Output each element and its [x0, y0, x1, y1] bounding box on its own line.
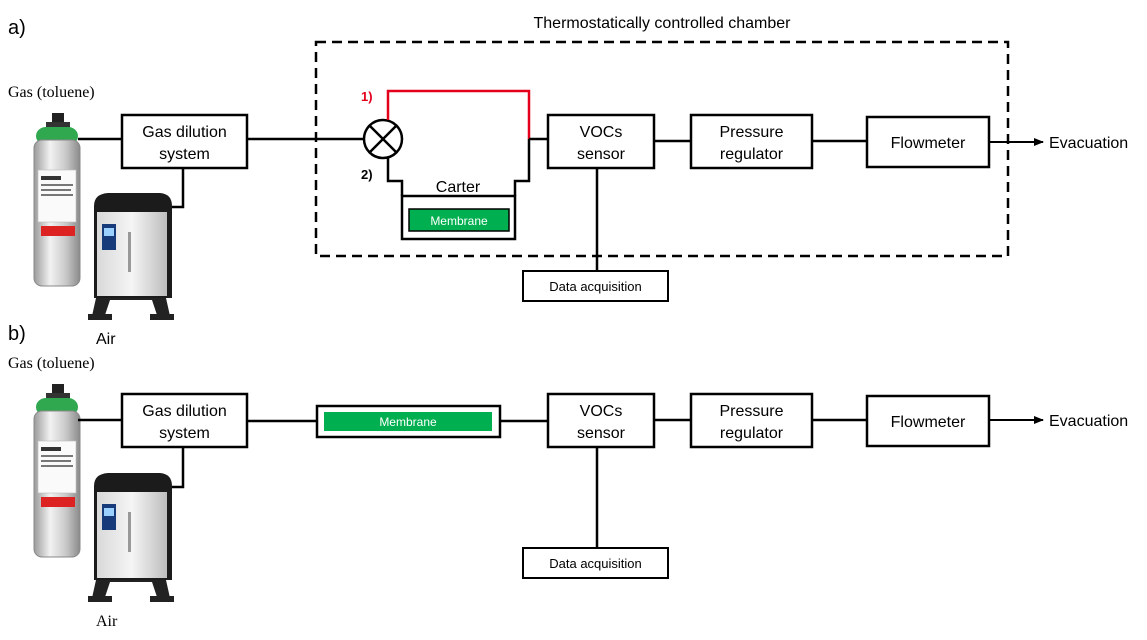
- pressure-line1-b: Pressure: [719, 403, 783, 420]
- carter-label: Carter: [436, 179, 481, 196]
- path-2-inlet: [386, 158, 404, 196]
- dilution-line1-b: Gas dilution: [142, 403, 227, 420]
- chamber-title: Thermostatically controlled chamber: [534, 15, 792, 32]
- flowmeter-label-a: Flowmeter: [891, 135, 966, 152]
- air-line-a: [172, 168, 185, 209]
- gas-dilution-box-a: [120, 113, 249, 170]
- panel-b: b) Gas (toluene) Air: [8, 323, 1128, 630]
- pressure-line2-b: regulator: [720, 425, 784, 442]
- gas-cylinder-icon: [33, 113, 81, 287]
- gas-label-b: Gas (toluene): [8, 355, 95, 372]
- path1-label: 1): [361, 89, 373, 104]
- vocs-line2-b: sensor: [577, 425, 626, 442]
- data-acquisition-box-b: [522, 547, 669, 579]
- pressure-regulator-box-b: [689, 392, 814, 449]
- bypass-path-1: [386, 89, 531, 139]
- membrane-label-a: Membrane: [430, 214, 488, 228]
- air-label-b: Air: [96, 613, 118, 630]
- dilution-line2-b: system: [159, 425, 210, 442]
- evacuation-label-a: Evacuation: [1049, 135, 1128, 152]
- membrane-a: [408, 208, 510, 232]
- gas-label-a: Gas (toluene): [8, 84, 95, 101]
- vocs-line2-a: sensor: [577, 146, 626, 163]
- path-2-outlet: [513, 139, 531, 196]
- daq-label-a: Data acquisition: [549, 279, 642, 294]
- flowmeter-label-b: Flowmeter: [891, 414, 966, 431]
- flowmeter-box-b: [865, 394, 991, 448]
- dilution-line2-a: system: [159, 146, 210, 163]
- air-generator-icon: [88, 473, 174, 602]
- gas-cylinder-icon: [33, 384, 81, 558]
- data-acquisition-box-a: [522, 270, 669, 302]
- panel-b-label: b): [8, 323, 26, 345]
- membrane-b: [324, 412, 492, 431]
- pressure-regulator-box-a: [689, 113, 814, 170]
- flowmeter-box-a: [865, 115, 991, 169]
- three-way-valve-icon: [362, 118, 404, 160]
- evacuation-label-b: Evacuation: [1049, 413, 1128, 430]
- pressure-line1-a: Pressure: [719, 124, 783, 141]
- vocs-line1-b: VOCs: [580, 403, 623, 420]
- daq-label-b: Data acquisition: [549, 556, 642, 571]
- vocs-line1-a: VOCs: [580, 124, 623, 141]
- membrane-label-b: Membrane: [379, 415, 437, 429]
- dilution-line1-a: Gas dilution: [142, 124, 227, 141]
- air-label-a: Air: [96, 331, 116, 348]
- air-generator-icon: [88, 193, 174, 320]
- panel-a: a) Thermostatically controlled chamber G…: [8, 15, 1128, 348]
- air-line-b: [172, 447, 185, 489]
- pressure-line2-a: regulator: [720, 146, 784, 163]
- path2-label: 2): [361, 167, 373, 182]
- thermostatic-chamber: [314, 40, 1010, 258]
- panel-a-label: a): [8, 17, 26, 39]
